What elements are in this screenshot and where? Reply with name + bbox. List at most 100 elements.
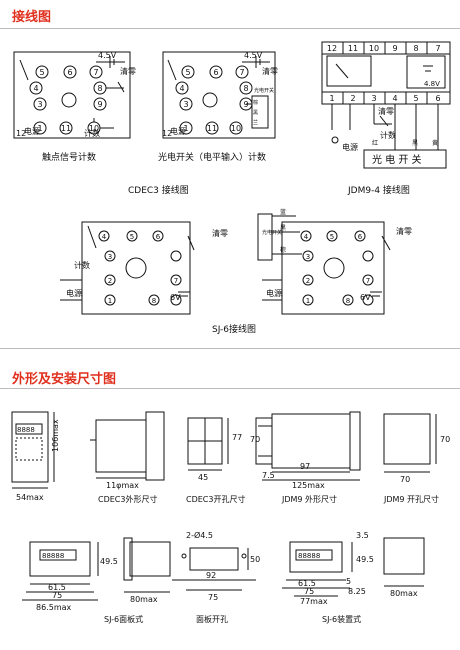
terminal-number: 3 — [108, 253, 112, 261]
pin-number: 8 — [413, 44, 418, 53]
dim-label: 49.5 — [100, 557, 118, 566]
terminal-number: 8 — [243, 84, 248, 93]
jdm-wire-label: 红 — [372, 139, 378, 147]
dim-label: 97 — [300, 462, 310, 471]
jdm-switch-label: 光 电 开 关 — [372, 153, 422, 166]
dim-label: 86.5max — [36, 603, 72, 612]
dimension-drawings: 8888 88888 88888 106max 54max 11φmax 77 … — [11, 411, 450, 624]
pin-number: 4 — [392, 94, 397, 103]
terminal-number: 7 — [366, 277, 370, 285]
cdec3-reset-1: 清零 — [120, 66, 136, 76]
jdm-reset: 清零 — [378, 106, 394, 116]
pin-number: 7 — [435, 44, 440, 53]
pin-number: 11 — [348, 44, 358, 53]
pin-number: 9 — [392, 44, 397, 53]
sj6-right-diagram — [257, 213, 391, 315]
cdec3-photo-terminal-numbers: 5 6 7 4 8 3 9 1 11 10 — [179, 68, 248, 133]
dim-label: 7.5 — [262, 471, 275, 480]
pin-number: 10 — [369, 44, 379, 53]
cdec3-terminal-numbers: 5 6 7 4 8 3 9 1 11 10 — [33, 68, 102, 133]
terminal-number: 10 — [89, 124, 99, 133]
cdec3-count-1: 计数 — [84, 128, 100, 138]
dim-label: 8.25 — [348, 587, 366, 596]
jdm-cutout-caption: JDM9 开孔尺寸 — [383, 494, 439, 504]
dim-label: 54max — [16, 493, 44, 502]
sj6-wire-label: 棕 — [280, 246, 286, 254]
cdec3-reset-2: 清零 — [262, 66, 278, 76]
dim-label: 5 — [346, 577, 351, 586]
sj6-mount-caption: SJ-6装置式 — [322, 614, 361, 624]
terminal-number: 11 — [61, 124, 71, 133]
sj6-caption: SJ-6接线图 — [212, 323, 256, 335]
sj6-cutout — [189, 547, 239, 571]
cdec3-rail-1: 12 — [16, 129, 26, 138]
sj6-power-left: 电源 — [66, 288, 82, 298]
sj6-terminal-numbers: 4 5 6 3 7 2 1 8 4 5 6 3 7 2 1 8 — [102, 233, 370, 305]
dim-label: 75 — [208, 593, 218, 602]
sj6-voltage-left: 6V — [170, 293, 181, 302]
cdec3-cutout-caption: CDEC3开孔尺寸 — [186, 494, 245, 504]
pin-number: 5 — [413, 94, 418, 103]
terminal-number: 6 — [67, 68, 72, 77]
dim-label: 80max — [390, 589, 418, 598]
pin-number: 1 — [329, 94, 334, 103]
sj6-mount-outline — [289, 541, 343, 573]
terminal-number: 8 — [346, 297, 350, 305]
cdec3-outline-caption: CDEC3外形尺寸 — [98, 494, 157, 504]
terminal-number: 7 — [93, 68, 98, 77]
jdm-cutout — [383, 413, 431, 465]
terminal-number: 2 — [108, 277, 112, 285]
sj6-count-left: 计数 — [74, 260, 90, 270]
cdec3-diagram1-label: 触点信号计数 — [42, 151, 96, 163]
sensor-wire-label: 兰 — [253, 119, 258, 126]
dim-label: 70 — [400, 475, 410, 484]
dim-label: 92 — [206, 571, 216, 580]
pin-number: 6 — [435, 94, 440, 103]
cdec3-voltage-2: 4.5V — [244, 51, 263, 60]
terminal-number: 6 — [358, 233, 363, 241]
pin-number: 2 — [350, 94, 355, 103]
jdm9-pin-numbers: 12 11 10 9 8 7 1 2 3 4 5 6 — [327, 44, 441, 103]
terminal-number: 1 — [108, 297, 112, 305]
terminal-number: 7 — [174, 277, 178, 285]
dim-label: 75 — [52, 591, 62, 600]
sj6-cutout-caption: 面板开孔 — [196, 614, 228, 624]
terminal-number: 3 — [37, 100, 42, 109]
cdec3-display: 8888 — [17, 426, 35, 434]
terminal-number: 5 — [130, 233, 134, 241]
cdec3-caption: CDEC3 接线图 — [128, 184, 189, 196]
terminal-number: 6 — [156, 233, 161, 241]
cdec3-side-outline — [95, 419, 147, 473]
terminal-number: 8 — [152, 297, 156, 305]
cdec3-photo-diagram — [162, 51, 276, 139]
dim-label: 70 — [440, 435, 450, 444]
wiring-diagrams: 5 6 7 4 8 3 9 1 11 10 4.5V 清零 12 电源 计数 5… — [13, 41, 451, 335]
terminal-number: 4 — [304, 233, 309, 241]
jdm-outline-caption: JDM9 外形尺寸 — [281, 494, 337, 504]
cdec3-rail-2: 12 — [162, 129, 172, 138]
jdm-voltage: 4.8V — [424, 80, 440, 88]
sj6-mount-display: 88888 — [298, 552, 320, 560]
dim-label: 11φmax — [106, 481, 139, 490]
sj6-panel-outline — [29, 541, 91, 577]
dim-label: 106max — [51, 419, 60, 452]
dim-label: 50 — [250, 555, 260, 564]
wiring-section-rule — [0, 28, 460, 29]
sj6-wire-label: 黑 — [280, 225, 286, 232]
terminal-number: 4 — [33, 84, 38, 93]
sj6-panel-caption: SJ-6面板式 — [104, 614, 143, 624]
dimensions-section-rule — [0, 388, 460, 389]
dim-label: 77 — [232, 433, 242, 442]
dim-label: 61.5 — [298, 579, 316, 588]
terminal-number: 4 — [102, 233, 107, 241]
sj6-reset-left: 清零 — [212, 228, 228, 238]
dim-label: 80max — [130, 595, 158, 604]
dimensions-section-title: 外形及安装尺寸图 — [12, 372, 117, 387]
terminal-number: 1 — [183, 124, 188, 133]
sj6-left-diagram — [60, 221, 195, 315]
terminal-number: 9 — [97, 100, 102, 109]
terminal-number: 8 — [97, 84, 102, 93]
jdm-wire-label: 黑 — [412, 140, 418, 147]
dim-label: 45 — [198, 473, 208, 482]
dim-label: 61.5 — [48, 583, 66, 592]
